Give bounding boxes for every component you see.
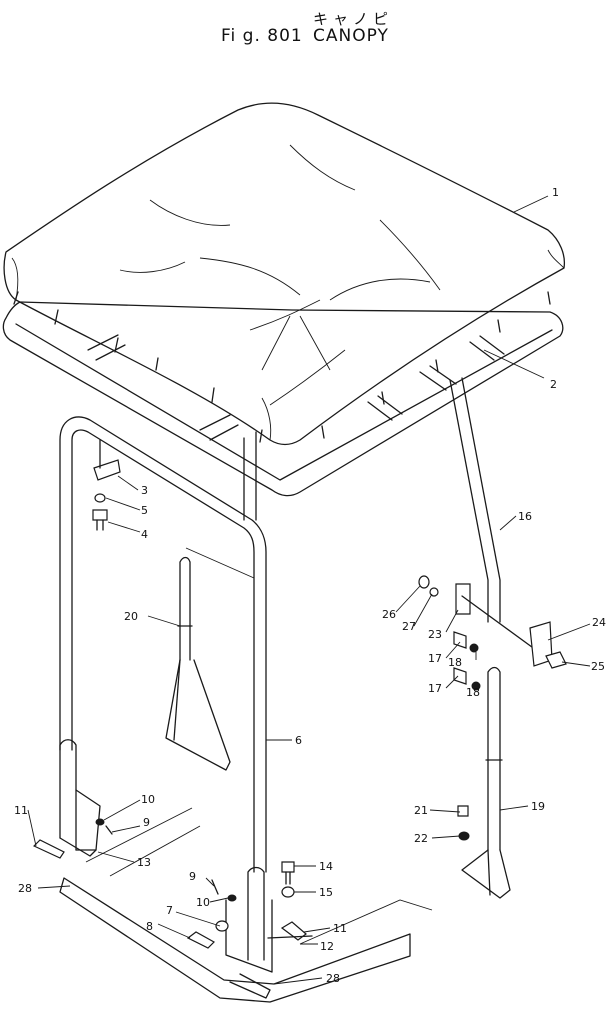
- callout-17-upper: 17: [428, 652, 442, 665]
- callout-1: 1: [552, 186, 559, 199]
- figure-number: Fi g. 801: [221, 26, 303, 46]
- rear-post: [461, 666, 511, 899]
- callout-4: 4: [141, 528, 148, 541]
- clip-3: [93, 459, 121, 481]
- hardware-parts: [32, 439, 567, 949]
- callout-10-lower: 10: [196, 896, 210, 909]
- base-floor: [59, 807, 433, 1003]
- leader-lines: [27, 195, 591, 985]
- callout-9-lower: 9: [189, 870, 196, 883]
- callout-3: 3: [141, 484, 148, 497]
- left-frame-tube: [59, 416, 267, 873]
- callout-9-left: 9: [143, 816, 150, 829]
- callout-26: 26: [382, 608, 396, 621]
- callout-27: 27: [402, 620, 416, 633]
- callout-6: 6: [295, 734, 302, 747]
- figure-title: キャノピ Fi g. 801 CANOPY: [0, 6, 607, 46]
- stand-post: [165, 547, 255, 771]
- callout-11-left: 11: [14, 804, 28, 817]
- callout-7: 7: [166, 904, 173, 917]
- callout-14: 14: [319, 860, 333, 873]
- callout-24: 24: [592, 616, 606, 629]
- callout-25: 25: [591, 660, 605, 673]
- callout-11-right: 11: [333, 922, 347, 935]
- callout-2: 2: [550, 378, 557, 391]
- callout-28-right: 28: [326, 972, 340, 985]
- callout-19: 19: [531, 800, 545, 813]
- callout-23: 23: [428, 628, 442, 641]
- callout-20: 20: [124, 610, 138, 623]
- callout-16: 16: [518, 510, 532, 523]
- callout-17-lower: 17: [428, 682, 442, 695]
- callout-10-left: 10: [141, 793, 155, 806]
- figure-title-japanese: キャノピ: [313, 10, 394, 28]
- callout-28-left: 28: [18, 882, 32, 895]
- right-frame-tube: [243, 377, 501, 623]
- callout-13: 13: [137, 856, 151, 869]
- callout-18-upper: 18: [448, 656, 462, 669]
- canopy-frame: [2, 301, 564, 497]
- callout-15: 15: [319, 886, 333, 899]
- callout-21: 21: [414, 804, 428, 817]
- canopy-cover: [3, 102, 566, 446]
- callout-22: 22: [414, 832, 428, 845]
- callout-18-lower: 18: [466, 686, 480, 699]
- callout-8: 8: [146, 920, 153, 933]
- callout-12: 12: [320, 940, 334, 953]
- callout-5: 5: [141, 504, 148, 517]
- figure-name: CANOPY: [313, 26, 389, 46]
- front-left-bracket: [59, 739, 101, 857]
- callout-labels: 1 2 3 4 5 6 7 8 9 9 10 10 11 11 12 13 14…: [14, 186, 606, 985]
